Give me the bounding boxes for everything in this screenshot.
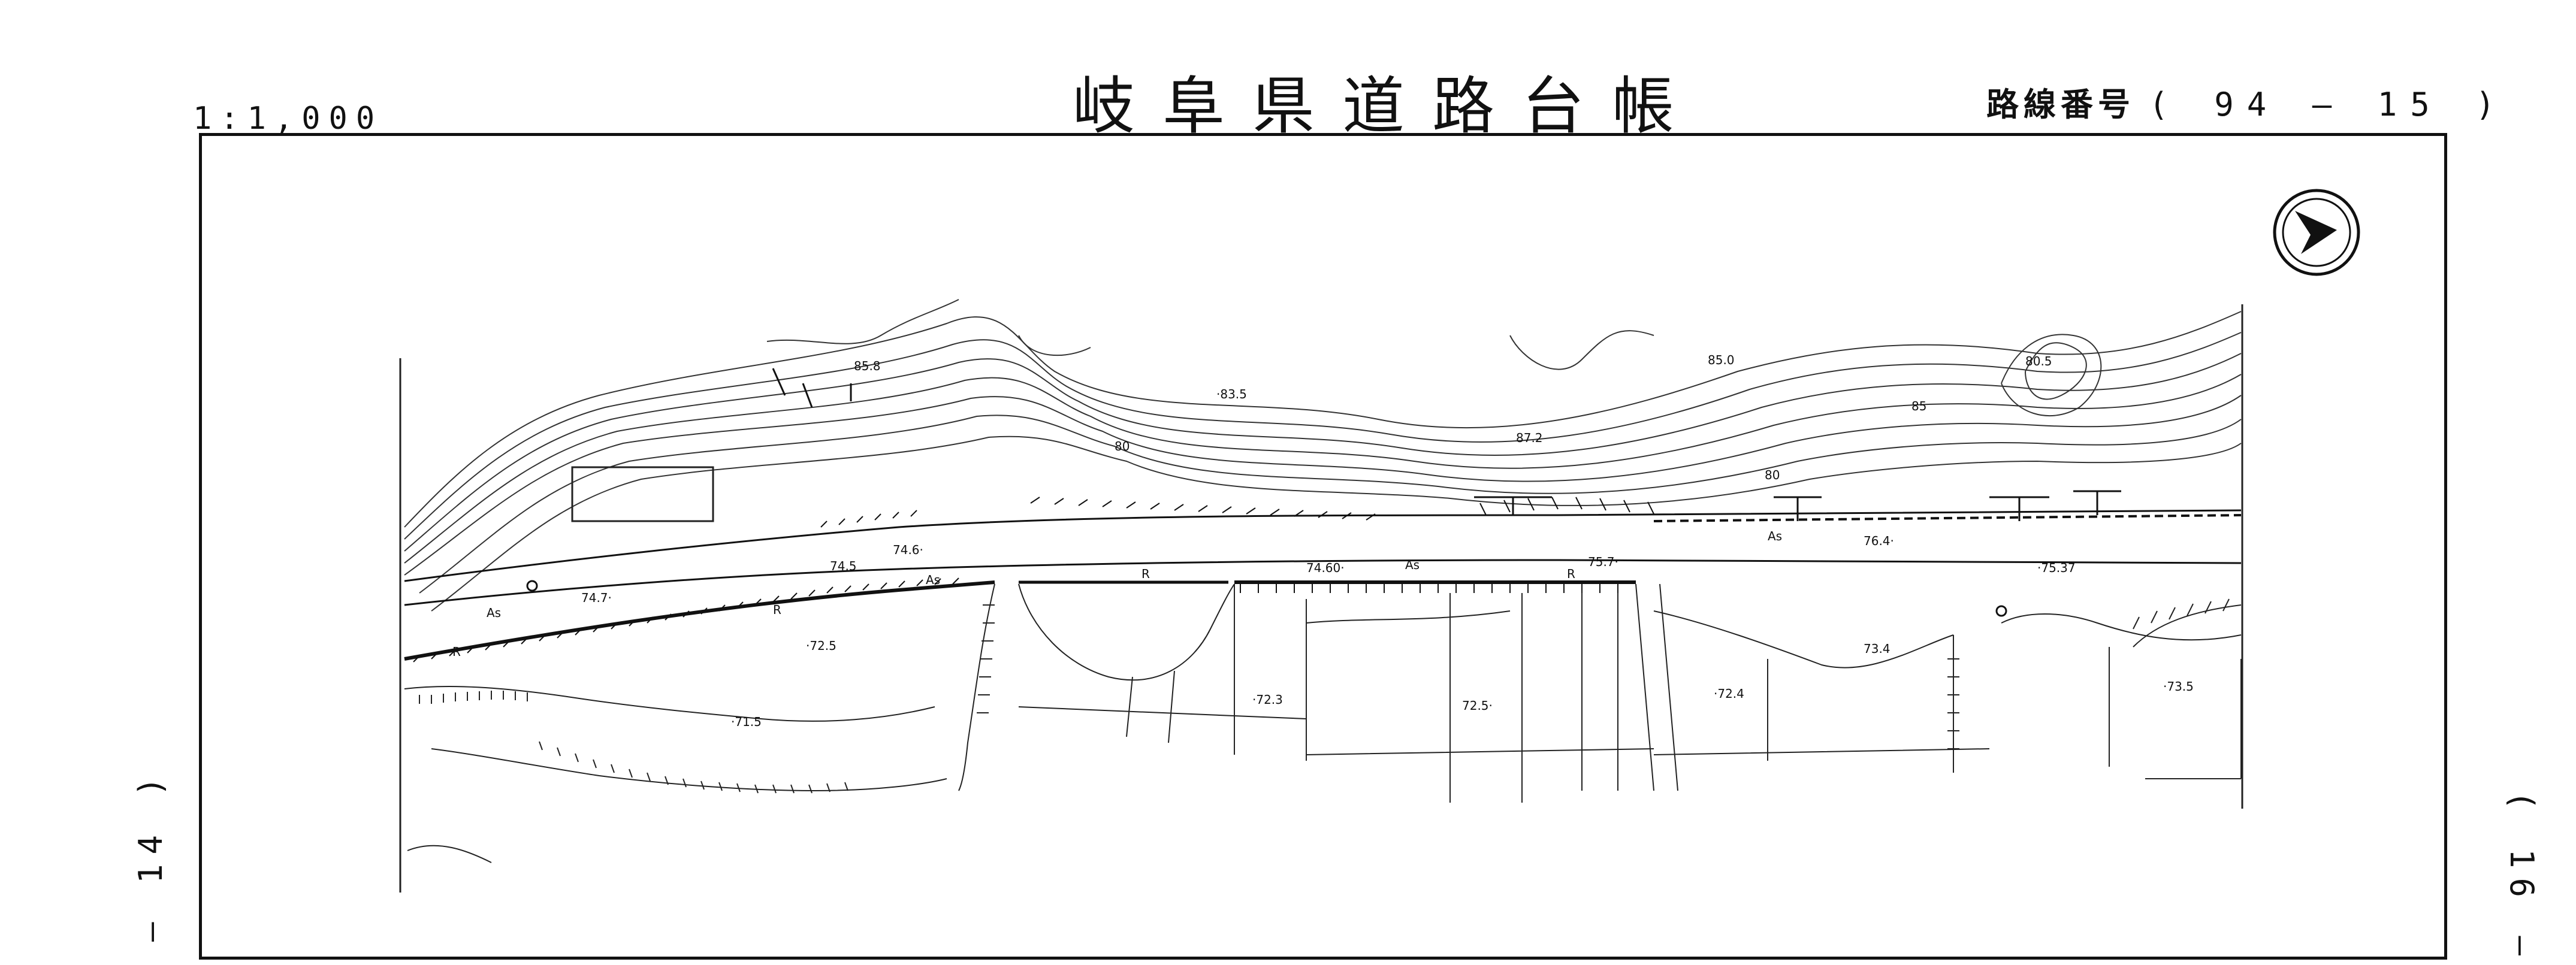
contour-label-80-5: 80.5 <box>2025 354 2052 368</box>
north-arrow-icon <box>2273 189 2360 276</box>
elevation-73-4: 73.4 <box>1864 642 1891 656</box>
r-mark-4: R <box>1567 567 1575 581</box>
route-number: 路線番号 ( 94 — 15 ) <box>1986 78 2508 125</box>
elevation-75-7: 75.7· <box>1588 555 1618 569</box>
r-mark-1: R <box>452 645 461 659</box>
r-mark-3: R <box>1141 567 1150 581</box>
elevation-74-60: 74.60· <box>1306 561 1345 575</box>
building-outline <box>571 466 714 522</box>
contour-label-85: 85 <box>1911 399 1926 413</box>
elevation-74-7: 74.7· <box>581 591 612 605</box>
elevation-72-5: ·72.5 <box>806 639 836 653</box>
elevation-76-4: 76.4· <box>1864 534 1894 548</box>
page-title: 岐阜県道路台帳 <box>1073 69 1702 143</box>
r-mark-2: R <box>773 603 781 617</box>
elevation-75-37: ·75.37 <box>2037 561 2076 575</box>
elevation-74-5: 74.5 <box>830 559 857 573</box>
elevation-72-5-b: 72.5· <box>1462 698 1493 713</box>
contour-label-80-b: 80 <box>1765 468 1780 482</box>
slope-hatching <box>413 497 1654 663</box>
contour-lines <box>404 299 2242 612</box>
map-scale: 1:1,000 <box>193 101 383 137</box>
contour-label-85-0: 85.0 <box>1708 353 1735 367</box>
contour-label-85-8: 85.8 <box>854 359 881 373</box>
surface-label-as-1: As <box>487 606 501 620</box>
map-labels: 85.8 ·83.5 80 87.2 85.0 80.5 85 80 74.7·… <box>581 353 2194 729</box>
surface-label-as-4: As <box>1768 529 1782 543</box>
surface-labels: As As As As R R R R <box>452 529 1782 659</box>
parcel-lines <box>404 583 2242 863</box>
road-map-drawing: 85.8 ·83.5 80 87.2 85.0 80.5 85 80 74.7·… <box>399 189 2360 893</box>
elevation-72-4: ·72.4 <box>1714 686 1744 701</box>
elevation-74-6: 74.6· <box>893 543 923 557</box>
route-number-value: ( 94 — 15 ) <box>2149 86 2508 123</box>
wall-ticks <box>419 598 2230 794</box>
guard-posts <box>526 368 2121 617</box>
contour-label-83-5: ·83.5 <box>1216 387 1247 401</box>
route-number-label: 路線番号 <box>1986 86 2135 123</box>
contour-label-87-2: 87.2 <box>1516 431 1543 445</box>
contour-label-80: 80 <box>1115 439 1130 453</box>
surface-label-as-2: As <box>926 573 940 587</box>
road-edges <box>404 509 2242 661</box>
surface-label-as-3: As <box>1405 558 1420 572</box>
elevation-71-5: ·71.5 <box>731 715 762 729</box>
elevation-72-3: ·72.3 <box>1252 692 1283 707</box>
elevation-73-5: ·73.5 <box>2163 679 2194 694</box>
